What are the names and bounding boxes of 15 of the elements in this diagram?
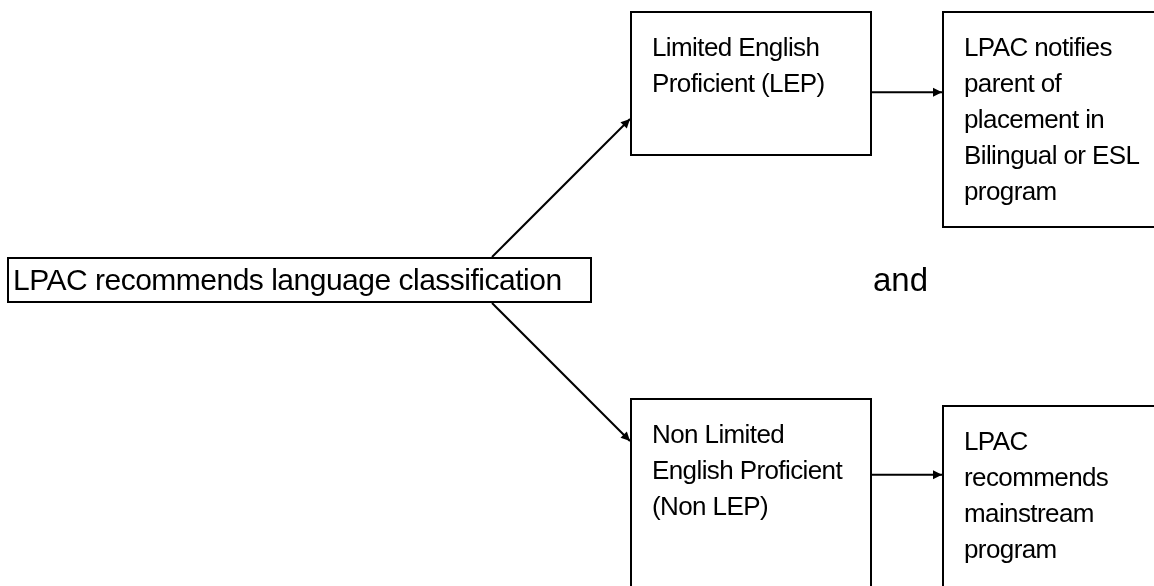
process-box [942,405,1154,586]
box-text: LPAC recommends language classification [13,262,562,298]
classification-box [7,257,592,303]
box-text: LPAC recommends mainstream program [964,425,1110,566]
box-text: Limited English Proficient (LEP) [652,31,826,100]
box-text: Non Limited English Proficient (Non LEP) [652,418,844,523]
connector-word: and [873,260,929,300]
arrow [871,87,943,97]
process-box [630,398,872,586]
arrow [491,302,631,442]
process-box [630,11,872,156]
arrow [871,470,943,480]
box-text: LPAC notifies parent of placement in Bilingual or ESL program [964,31,1140,208]
process-box [942,11,1154,228]
arrow [491,118,631,258]
